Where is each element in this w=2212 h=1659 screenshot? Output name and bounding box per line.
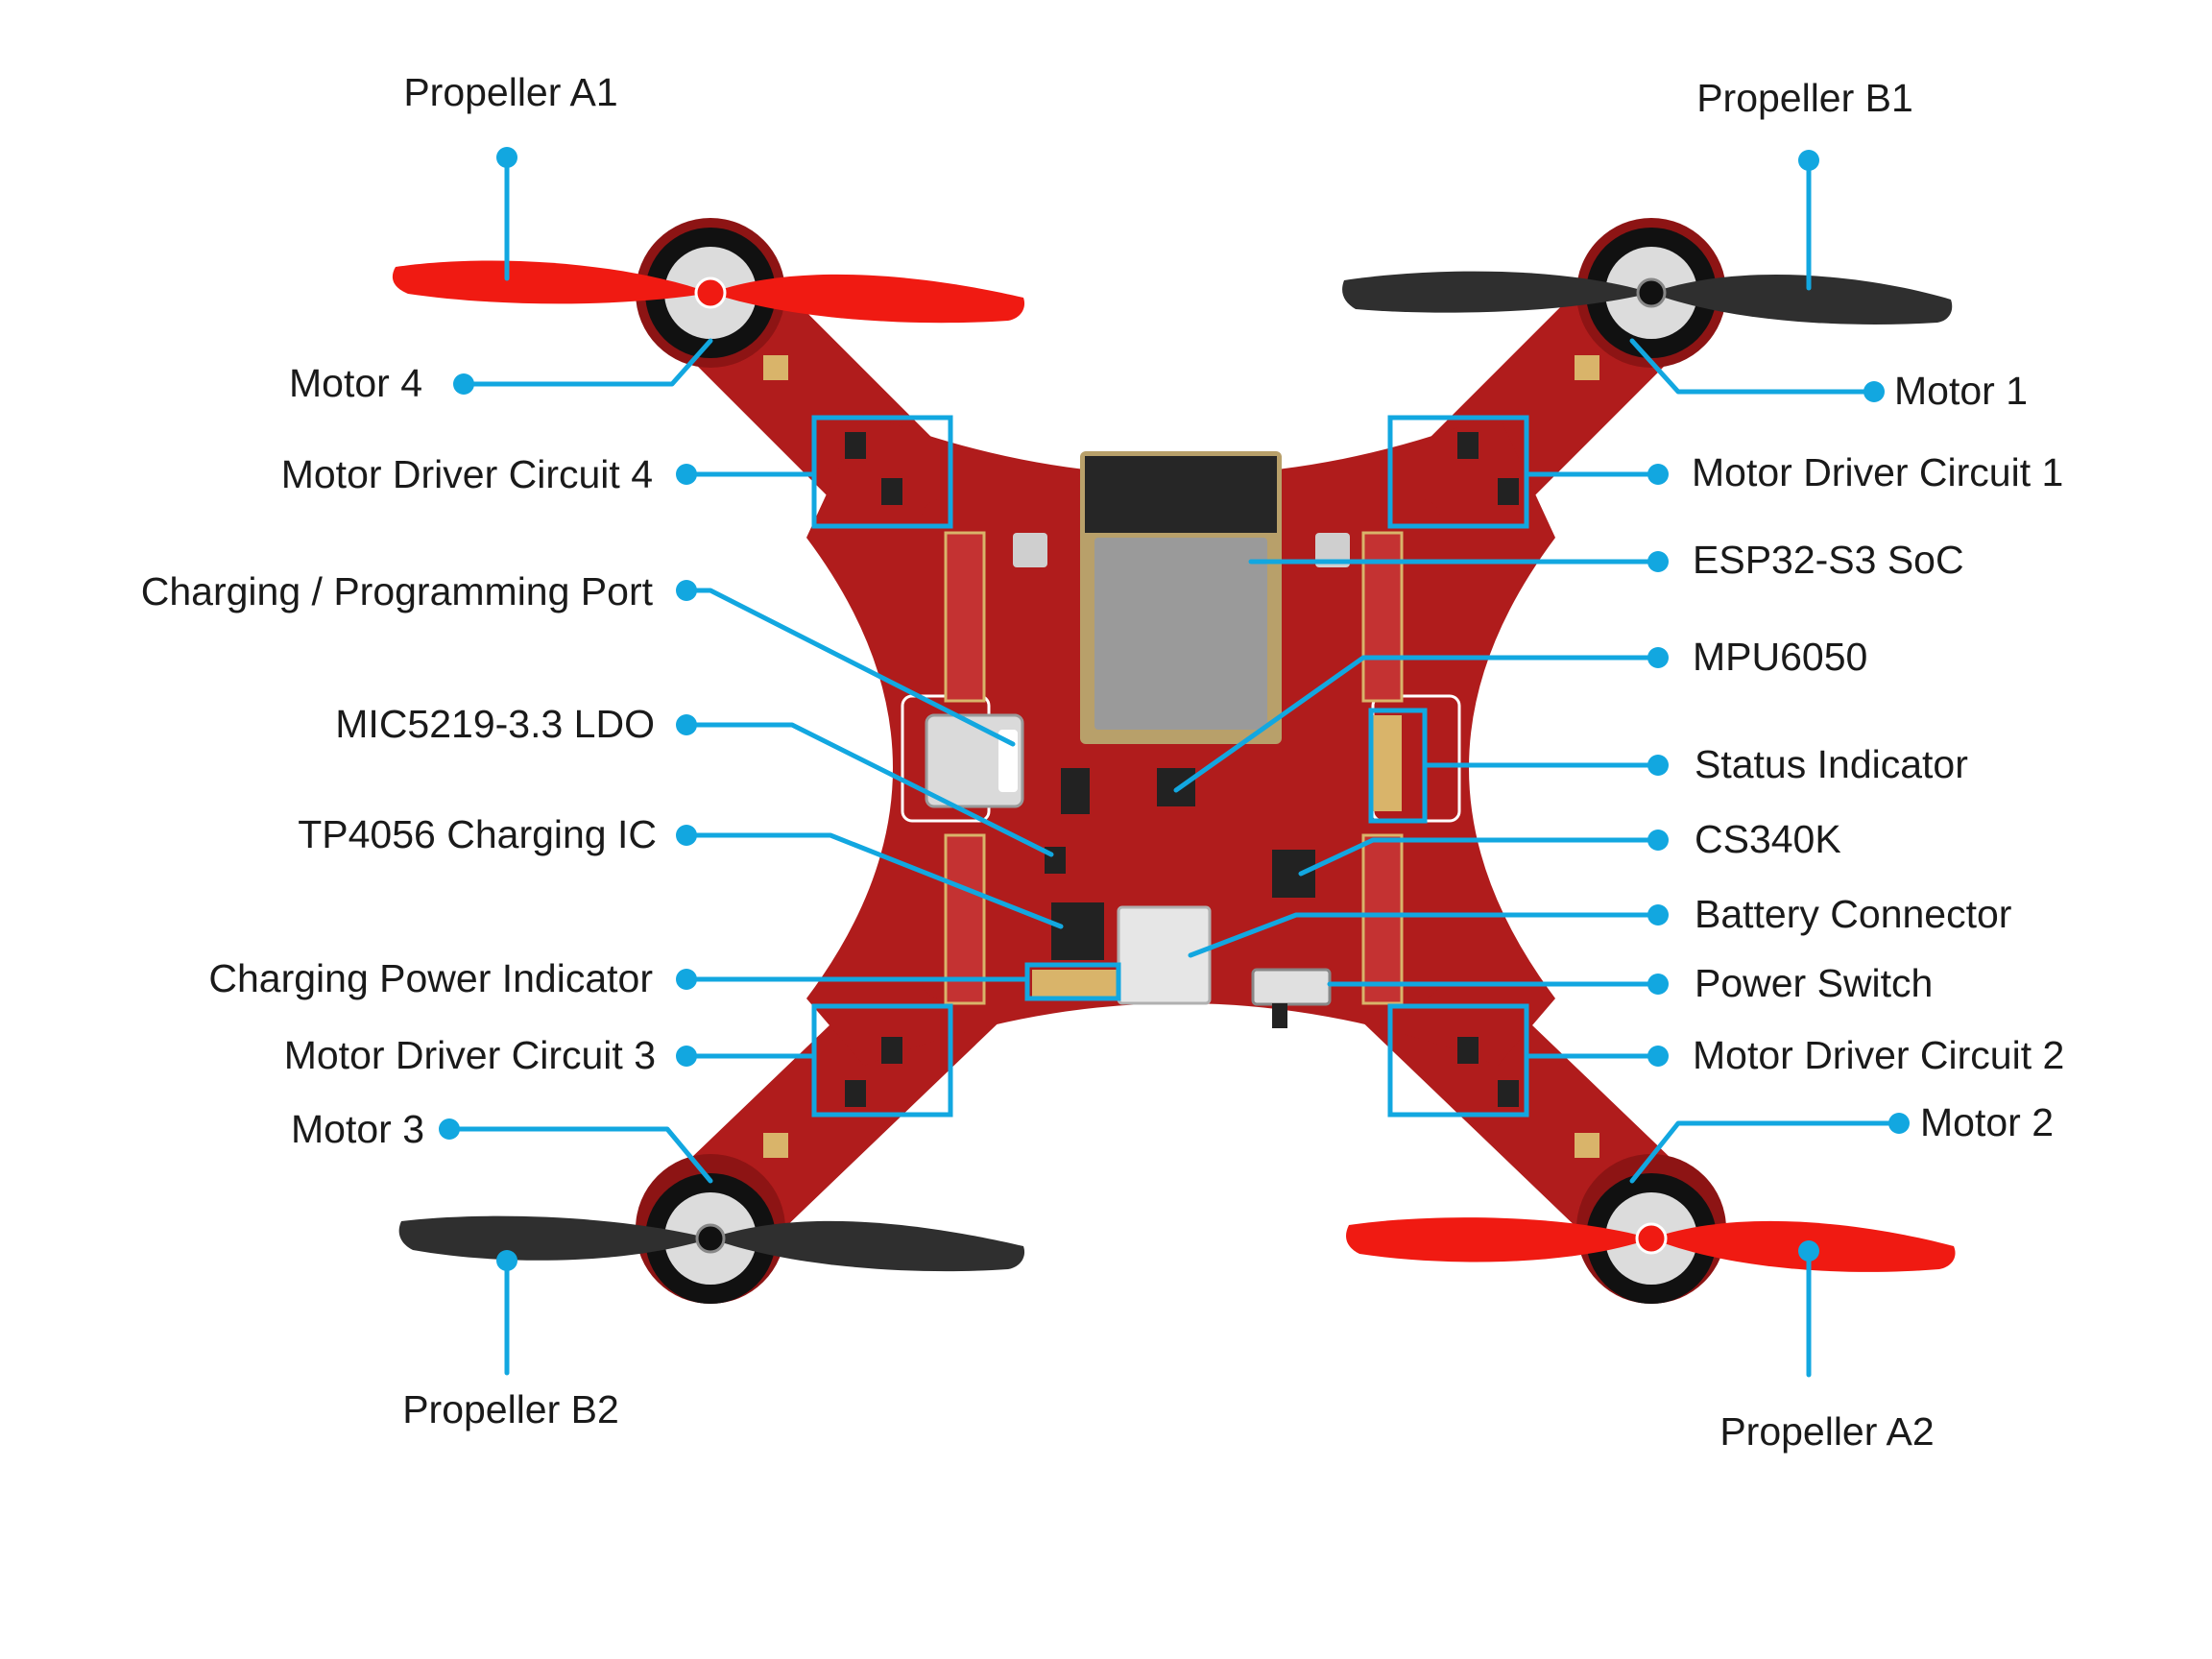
label-motor-1: Motor 1 [1894,369,2028,413]
leader-dot [1798,150,1819,171]
label-charging-indicator: Charging Power Indicator [208,956,653,1000]
leader-dot [1647,904,1669,926]
leader-dot [1647,647,1669,668]
leader-motor-4 [461,338,713,387]
driver-part [1457,1037,1479,1064]
leader-motor-2 [1629,1120,1902,1184]
arm-pad [763,1133,788,1158]
header-right-bottom [1361,833,1404,1005]
button-right [1315,533,1350,567]
labels: Propeller A1 Propeller B1 Propeller B2 P… [141,70,2065,1454]
driver-part [845,432,866,459]
label-propeller-b2: Propeller B2 [402,1387,619,1431]
leader-dot [1888,1113,1910,1134]
charging-leds [1032,970,1118,997]
driver-part [1498,1080,1519,1107]
label-soc: ESP32-S3 SoC [1693,538,1964,582]
label-motor-driver-1: Motor Driver Circuit 1 [1692,450,2063,494]
arm-pad [763,355,788,380]
leader-dot [439,1118,460,1140]
leader-dot [1798,1240,1819,1262]
leader-charging-ic [684,832,1064,929]
tp4056-chip [1051,902,1104,960]
leader-dot [676,1046,697,1067]
leader-ldo [684,722,1054,857]
label-power-switch: Power Switch [1695,961,1933,1005]
label-motor-4: Motor 4 [289,361,422,405]
leader-dot [1647,755,1669,776]
label-usb-serial: CS340K [1695,817,1841,861]
propeller-b2 [398,1215,1025,1272]
propeller-a1 [392,260,1025,324]
status-led-strip [1373,715,1402,811]
esp32-antenna [1085,456,1277,533]
highlight-motor-driver-3 [811,1003,953,1118]
leader-dot [496,147,517,168]
leader-dot [676,464,697,485]
driver-part [1498,478,1519,505]
leader-dot [1647,974,1669,995]
highlight-motor-driver-2 [1387,1003,1529,1118]
leader-dot [676,714,697,735]
label-motor-2: Motor 2 [1920,1100,2054,1144]
label-imu: MPU6050 [1693,635,1867,679]
label-propeller-b1: Propeller B1 [1696,76,1913,120]
leader-lines [439,147,1910,1378]
button-left [1013,533,1047,567]
leader-dot [1647,551,1669,572]
leader-usb-serial [1298,837,1661,877]
esp32-shield [1094,538,1267,730]
propellers [392,260,1956,1272]
driver-part [881,478,902,505]
leader-dot [1647,830,1669,851]
leader-dot [1647,1046,1669,1067]
leader-dot [1647,464,1669,485]
label-propeller-a2: Propeller A2 [1719,1409,1934,1454]
leader-imu [1173,655,1661,793]
header-right-top [1361,531,1404,703]
misc-chip [1061,768,1090,814]
pcb-frame [636,218,1726,1304]
label-battery-connector: Battery Connector [1695,892,2011,936]
driver-part [881,1037,902,1064]
driver-part [845,1080,866,1107]
label-motor-driver-2: Motor Driver Circuit 2 [1693,1033,2064,1077]
propeller-b1 [1342,271,1953,325]
leader-motor-3 [446,1126,713,1184]
label-motor-driver-3: Motor Driver Circuit 3 [284,1033,656,1077]
leader-dot [496,1250,517,1271]
label-propeller-a1: Propeller A1 [403,70,617,114]
driver-part [1457,432,1479,459]
leader-dot [676,969,697,990]
leader-motor-1 [1629,338,1877,395]
power-switch-body [1251,968,1332,1006]
label-motor-driver-4: Motor Driver Circuit 4 [281,452,653,496]
header-left-bottom [944,833,986,1005]
label-status-indicator: Status Indicator [1695,742,1968,786]
cs340k-chip [1272,850,1315,898]
arm-pad [1575,1133,1599,1158]
power-switch-lever [1272,1003,1287,1028]
leader-dot [1863,381,1885,402]
leader-battery-connector [1188,912,1661,958]
label-motor-3: Motor 3 [291,1107,424,1151]
leader-dot [453,373,474,395]
label-charging-port: Charging / Programming Port [141,569,654,613]
header-left-top [944,531,986,703]
arm-pad [1575,355,1599,380]
label-ldo: MIC5219-3.3 LDO [335,702,655,746]
battery-connector-body [1117,905,1212,1005]
label-charging-ic: TP4056 Charging IC [298,812,657,856]
leader-dot [676,580,697,601]
leader-dot [676,825,697,846]
